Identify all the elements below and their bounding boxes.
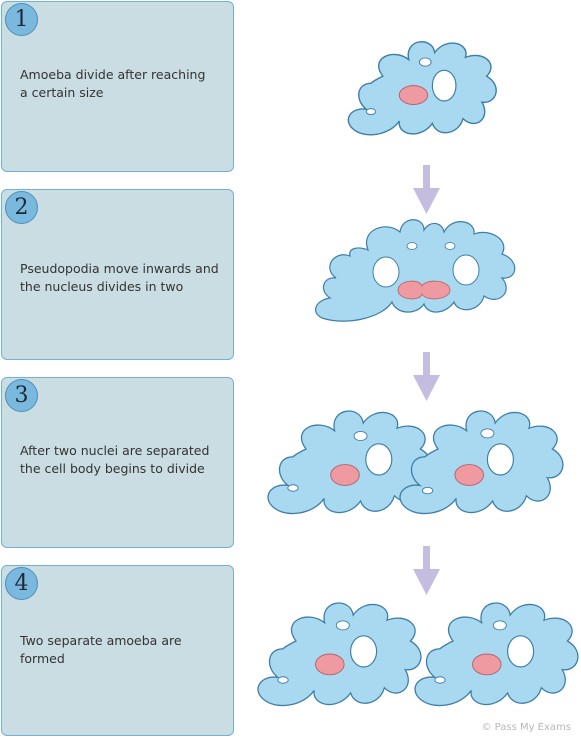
contractile-vacuole (507, 635, 535, 668)
step-4-description: Two separate amoeba are formed (20, 632, 225, 668)
step-4-number-badge: 4 (5, 567, 38, 600)
stage-1-amoeba (347, 41, 497, 136)
contractile-vacuole-left (372, 256, 400, 288)
step-2-line-1: Pseudopodia move inwards and (20, 261, 219, 276)
step-3-line-1: After two nuclei are separated (20, 443, 210, 458)
step-2-description: Pseudopodia move inwards and the nucleus… (20, 260, 225, 296)
step-1-number-badge: 1 (5, 3, 38, 36)
contractile-vacuole (486, 443, 514, 476)
step-2-line-2: the nucleus divides in two (20, 279, 184, 294)
dividing-nucleus (397, 280, 451, 300)
contractile-vacuole (431, 69, 457, 102)
small-vacuole (287, 484, 299, 492)
arrow-2 (413, 352, 440, 401)
step-1-description: Amoeba divide after reaching a certain s… (20, 66, 225, 102)
small-vacuole (277, 676, 289, 684)
stage-3-amoeba-left (267, 410, 432, 515)
step-4-line-1: Two separate amoeba are (20, 633, 182, 648)
food-vacuole (335, 620, 350, 631)
step-1-panel: 1 Amoeba divide after reaching a certain… (1, 1, 234, 172)
small-vacuole (365, 108, 377, 116)
nucleus (454, 464, 484, 486)
contractile-vacuole-right (452, 254, 480, 286)
nucleus (472, 653, 502, 676)
food-vacuole (353, 430, 368, 442)
step-3-number-badge: 3 (5, 379, 38, 412)
step-3-line-2: the cell body begins to divide (20, 461, 205, 476)
amoeba-cell-body (399, 410, 564, 515)
stage-4-amoeba-left (257, 602, 422, 707)
step-4-line-2: formed (20, 651, 65, 666)
nucleus (398, 85, 429, 105)
step-3-panel: 3 After two nuclei are separated the cel… (1, 377, 234, 548)
nucleus (315, 653, 345, 676)
stage-4-amoeba-right (414, 602, 579, 707)
copyright-watermark: © Pass My Exams (481, 722, 571, 733)
arrow-3 (413, 546, 440, 595)
food-vacuole-left (406, 242, 418, 250)
step-1-line-2: a certain size (20, 85, 104, 100)
contractile-vacuole (365, 443, 393, 476)
stage-3-amoeba-right (399, 410, 564, 515)
stage-2-amoeba (314, 219, 516, 322)
food-vacuole (480, 428, 495, 439)
step-4-panel: 4 Two separate amoeba are formed (1, 565, 234, 736)
small-vacuole (421, 486, 434, 495)
step-3-description: After two nuclei are separated the cell … (20, 442, 225, 478)
step-1-line-1: Amoeba divide after reaching (20, 67, 206, 82)
amoeba-cell-body (314, 219, 516, 322)
step-2-number-badge: 2 (5, 191, 38, 224)
arrow-1 (413, 165, 440, 214)
small-vacuole (434, 676, 446, 684)
food-vacuole (418, 57, 432, 67)
contractile-vacuole (350, 635, 378, 668)
amoeba-cell-body (257, 602, 422, 707)
nucleus (330, 464, 360, 486)
food-vacuole (492, 620, 507, 631)
food-vacuole-right (444, 242, 456, 250)
step-2-panel: 2 Pseudopodia move inwards and the nucle… (1, 189, 234, 360)
amoeba-cell-body (414, 602, 579, 707)
